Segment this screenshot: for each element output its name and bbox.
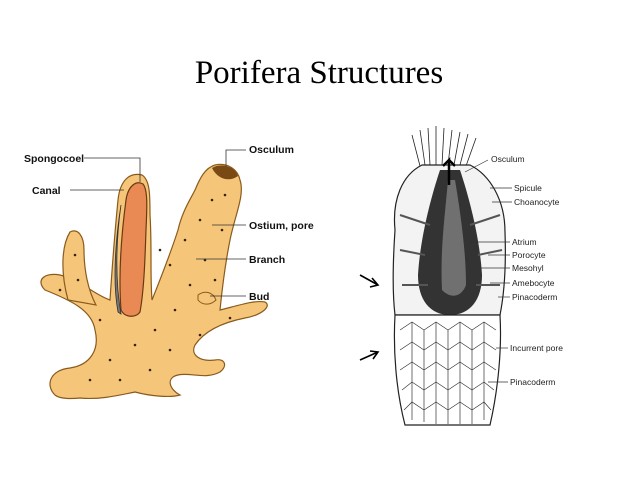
label-amebocyte: Amebocyte <box>512 278 555 288</box>
label-ostium-pore: Ostium, pore <box>249 220 314 232</box>
label-osculum-right: Osculum <box>491 154 525 164</box>
sponge-cross-section-illustration: Osculum Spicule Choanocyte Atrium Porocy… <box>359 126 563 426</box>
osculum-opening <box>212 165 238 180</box>
label-osculum: Osculum <box>249 144 294 156</box>
osculum-spicules <box>411 126 477 167</box>
atrium-highlight <box>441 180 466 296</box>
label-pinacoderm-lower: Pinacoderm <box>510 377 555 387</box>
left-leader-lines <box>70 149 246 297</box>
radial-canals <box>399 214 503 286</box>
label-choanocyte: Choanocyte <box>514 197 560 207</box>
right-leader-lines <box>464 159 512 383</box>
branched-sponge-illustration: Spongocoel Canal Osculum Ostium, pore Br… <box>24 144 314 400</box>
label-branch: Branch <box>249 254 285 266</box>
sponge-bud <box>197 291 217 305</box>
label-mesohyl: Mesohyl <box>512 263 544 273</box>
sponge-branch-small <box>62 230 98 306</box>
spongocoel-cavity <box>119 182 148 317</box>
label-incurrent-pore: Incurrent pore <box>510 343 563 353</box>
spongocoel-wall <box>114 204 122 315</box>
label-spongocoel: Spongocoel <box>24 153 84 165</box>
label-bud: Bud <box>249 291 269 303</box>
pinacoderm-hex-pattern <box>399 321 497 424</box>
ostium-pores <box>58 193 232 382</box>
label-porocyte: Porocyte <box>512 250 546 260</box>
label-canal: Canal <box>32 185 61 197</box>
label-pinacoderm: Pinacoderm <box>512 292 557 302</box>
label-spicule: Spicule <box>514 183 542 193</box>
page-title: Porifera Structures <box>194 55 444 91</box>
osculum-arrow <box>442 156 456 185</box>
label-atrium: Atrium <box>512 237 537 247</box>
